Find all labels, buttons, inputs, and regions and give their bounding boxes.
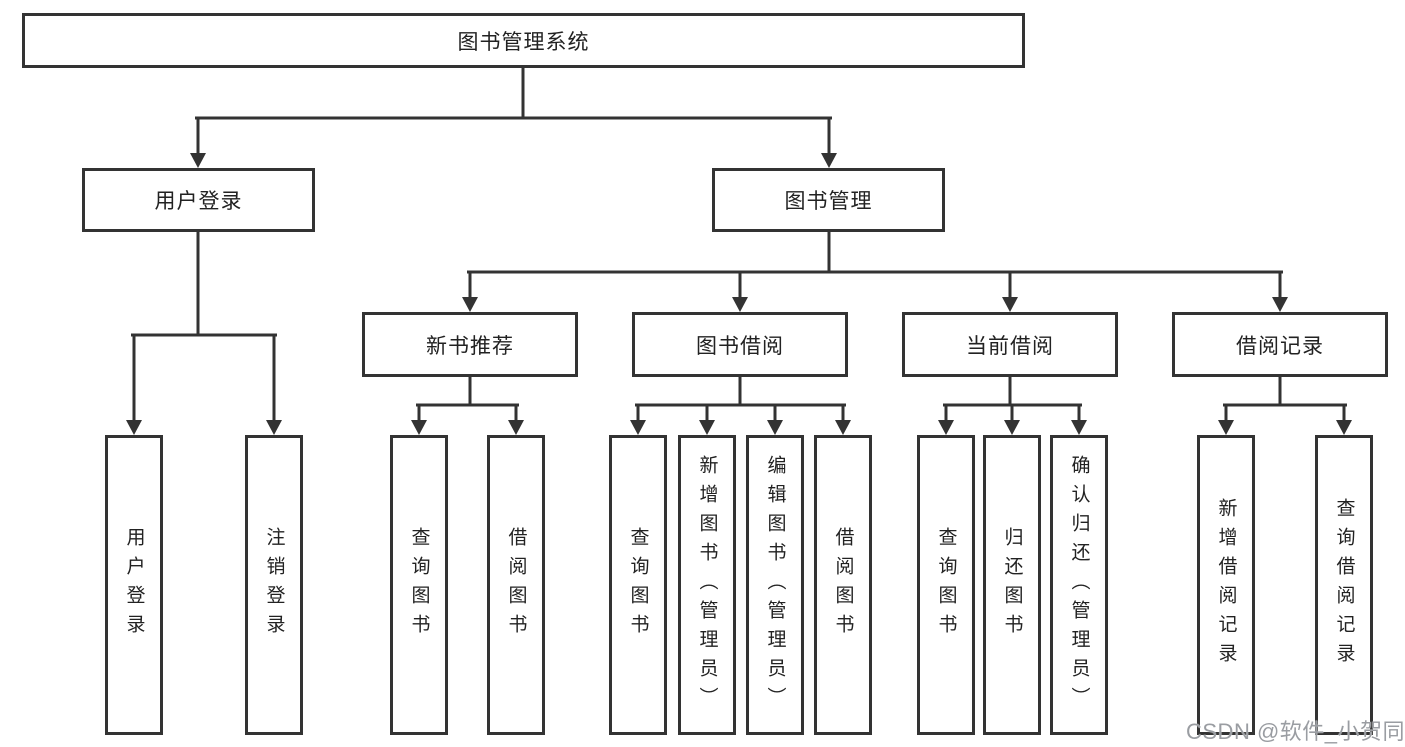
connector-book-mgmt-to-level3 xyxy=(462,230,1288,312)
node-leaf-current-return-books: 归还图书 xyxy=(983,435,1041,735)
node-book-management: 图书管理 xyxy=(712,168,945,232)
node-book-borrowing-label: 图书借阅 xyxy=(696,334,784,358)
node-leaf-borrowing-query-books-label: 查询图书 xyxy=(627,527,649,643)
connector-new-book-to-leaves xyxy=(411,375,524,435)
node-leaf-recommend-query-books: 查询图书 xyxy=(390,435,448,735)
node-leaf-current-confirm-return: 确认归还（管理员） xyxy=(1050,435,1108,735)
node-leaf-current-confirm-return-label: 确认归还（管理员） xyxy=(1068,454,1090,716)
node-new-book-recommendation: 新书推荐 xyxy=(362,312,578,377)
node-leaf-borrowing-query-books: 查询图书 xyxy=(609,435,667,735)
node-root-label: 图书管理系统 xyxy=(457,30,590,54)
node-leaf-current-query-books: 查询图书 xyxy=(917,435,975,735)
connector-root-to-level2 xyxy=(190,64,837,168)
node-borrowing-records: 借阅记录 xyxy=(1172,312,1388,377)
node-borrowing-records-label: 借阅记录 xyxy=(1236,334,1324,358)
connector-user-login-to-leaves xyxy=(126,230,282,435)
node-book-management-label: 图书管理 xyxy=(784,190,873,213)
node-leaf-current-return-books-label: 归还图书 xyxy=(1001,527,1023,643)
node-leaf-borrowing-edit-books-label: 编辑图书（管理员） xyxy=(764,454,786,716)
node-leaf-recommend-borrow-books: 借阅图书 xyxy=(487,435,545,735)
node-book-borrowing: 图书借阅 xyxy=(632,312,848,377)
node-current-borrowing-label: 当前借阅 xyxy=(966,334,1054,358)
node-leaf-current-query-books-label: 查询图书 xyxy=(935,527,957,643)
node-leaf-borrowing-add-books-label: 新增图书（管理员） xyxy=(696,454,718,716)
node-leaf-recommend-query-books-label: 查询图书 xyxy=(408,527,430,643)
node-leaf-borrowing-borrow-books: 借阅图书 xyxy=(814,435,872,735)
node-leaf-records-query-record-label: 查询借阅记录 xyxy=(1333,498,1355,672)
node-leaf-records-add-record: 新增借阅记录 xyxy=(1197,435,1255,735)
node-user-login: 用户登录 xyxy=(82,168,315,232)
node-leaf-borrowing-borrow-books-label: 借阅图书 xyxy=(832,527,854,643)
node-leaf-logout: 注销登录 xyxy=(245,435,303,735)
node-leaf-logout-label: 注销登录 xyxy=(263,527,285,643)
node-leaf-borrowing-edit-books: 编辑图书（管理员） xyxy=(746,435,804,735)
connector-records-to-leaves xyxy=(1218,375,1352,435)
node-leaf-records-query-record: 查询借阅记录 xyxy=(1315,435,1373,735)
node-leaf-user-login-label: 用户登录 xyxy=(123,527,145,643)
node-root: 图书管理系统 xyxy=(22,13,1025,68)
node-leaf-user-login: 用户登录 xyxy=(105,435,163,735)
node-user-login-label: 用户登录 xyxy=(154,190,243,213)
node-leaf-borrowing-add-books: 新增图书（管理员） xyxy=(678,435,736,735)
node-current-borrowing: 当前借阅 xyxy=(902,312,1118,377)
node-leaf-recommend-borrow-books-label: 借阅图书 xyxy=(505,527,527,643)
node-leaf-records-add-record-label: 新增借阅记录 xyxy=(1215,498,1237,672)
connector-book-borrowing-to-leaves xyxy=(630,375,851,435)
watermark: CSDN @软件_小贺同学 xyxy=(1186,719,1405,744)
connector-current-borrowing-to-leaves xyxy=(938,375,1087,435)
node-new-book-recommendation-label: 新书推荐 xyxy=(426,334,514,358)
